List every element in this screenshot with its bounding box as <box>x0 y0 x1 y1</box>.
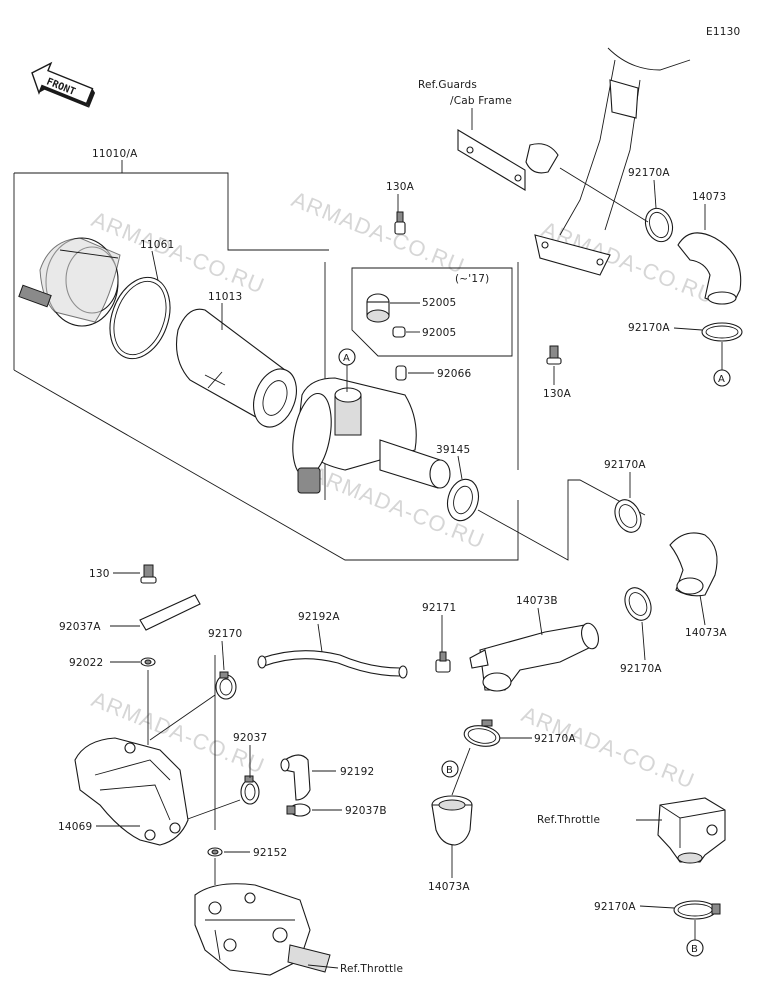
washer-92152 <box>207 847 223 857</box>
part-label-92152: 92152 <box>253 847 287 859</box>
hose-14073a-upper <box>669 532 718 597</box>
part-label-92170A-5: 92170A <box>534 733 576 745</box>
part-label-14073B: 14073B <box>516 595 558 607</box>
hose-92192a <box>257 650 408 679</box>
throttle-body-right <box>657 797 726 864</box>
part-label-14073: 14073 <box>692 191 726 203</box>
clamp-92170a-2 <box>701 322 743 342</box>
part-label-11061: 11061 <box>140 239 174 251</box>
bolt-130a-top <box>394 211 406 235</box>
part-label-11013: 11013 <box>208 291 242 303</box>
watermark: ARMADA-CO.RU <box>288 186 468 278</box>
callout-b: B <box>446 765 453 776</box>
connector-line <box>477 479 646 561</box>
variant-box: (~'17) <box>351 267 513 357</box>
clamp-92037b <box>286 803 311 817</box>
callout-b-circle-left: B <box>441 760 459 778</box>
callout-a: A <box>343 353 350 364</box>
clamp-92170a-6 <box>673 900 721 920</box>
hose-14073a-lower <box>431 795 473 846</box>
part-label-11010A: 11010/A <box>92 148 138 160</box>
part-label-130A-top: 130A <box>386 181 415 193</box>
watermark: ARMADA-CO.RU <box>518 701 698 793</box>
part-label-92037B: 92037B <box>345 805 387 817</box>
part-label-92171: 92171 <box>422 602 456 614</box>
part-label-14073A-2: 14073A <box>428 881 470 893</box>
clamp-92170 <box>215 671 237 700</box>
part-label-14069: 14069 <box>58 821 92 833</box>
part-label-92170A-6: 92170A <box>594 901 636 913</box>
part-label-92170A-3: 92170A <box>604 459 646 471</box>
part-label-92022: 92022 <box>69 657 103 669</box>
cap-52005 <box>366 293 390 323</box>
part-label-92037A: 92037A <box>59 621 101 633</box>
callout-b-right: B <box>691 944 698 955</box>
plug-92005 <box>392 326 406 338</box>
part-label-92066: 92066 <box>437 368 472 380</box>
clamp-92170a-4 <box>624 587 652 621</box>
clamp-92170a-5 <box>463 719 501 747</box>
o-ring <box>109 276 171 360</box>
callout-a-right: A <box>718 374 725 385</box>
part-label-130A-mid: 130A <box>543 388 572 400</box>
bracket-14069 <box>74 737 189 846</box>
seal-39145 <box>446 478 480 522</box>
hose-14073 <box>677 232 742 305</box>
pipe-14073b <box>469 622 599 692</box>
cab-frame <box>457 47 691 276</box>
callout-a-circle-right: A <box>713 369 731 387</box>
ref-guards-line2: /Cab Frame <box>450 95 512 107</box>
part-label-92170A-4: 92170A <box>620 663 662 675</box>
part-label-92192: 92192 <box>340 766 374 778</box>
part-label-39145: 39145 <box>436 444 470 456</box>
clip-92171 <box>435 651 451 673</box>
washer-92022 <box>140 657 156 667</box>
part-label-130: 130 <box>89 568 110 580</box>
part-label-92170: 92170 <box>208 628 242 640</box>
part-label-92170A-1: 92170A <box>628 167 670 179</box>
clamp-92170a-3 <box>614 499 642 533</box>
bolt-130a-mid <box>546 345 562 365</box>
variant-note: (~'17) <box>455 273 489 285</box>
callout-b-circle-right: B <box>686 939 704 957</box>
part-label-92170A-2: 92170A <box>628 322 670 334</box>
plug-92066 <box>395 365 407 381</box>
hose-92192 <box>280 754 311 801</box>
front-arrow-icon: FRONT <box>31 61 96 108</box>
strap-92037a <box>139 594 201 631</box>
air-filter-element <box>175 308 297 428</box>
assembly-bracket <box>13 160 519 561</box>
part-label-92005: 92005 <box>422 327 456 339</box>
ref-throttle-bottom: Ref.Throttle <box>340 963 403 975</box>
part-label-14073A-1: 14073A <box>685 627 727 639</box>
ref-guards-line1: Ref.Guards <box>418 79 477 91</box>
air-cleaner-housing <box>292 377 451 494</box>
watermarks: ARMADA-CO.RU ARMADA-CO.RU ARMADA-CO.RU A… <box>88 186 718 793</box>
diagram-code: E1130 <box>706 26 740 38</box>
part-label-92192A: 92192A <box>298 611 340 623</box>
callout-a-circle-top: A <box>338 348 356 366</box>
part-label-92037: 92037 <box>233 732 267 744</box>
bolt-130 <box>140 564 157 584</box>
clamp-92037 <box>240 775 260 805</box>
throttle-body-lower <box>194 883 331 976</box>
part-label-52005: 52005 <box>422 297 456 309</box>
air-cleaner-cover <box>18 237 121 327</box>
ref-throttle-right: Ref.Throttle <box>537 814 600 826</box>
clamp-92170a-1 <box>644 207 674 243</box>
